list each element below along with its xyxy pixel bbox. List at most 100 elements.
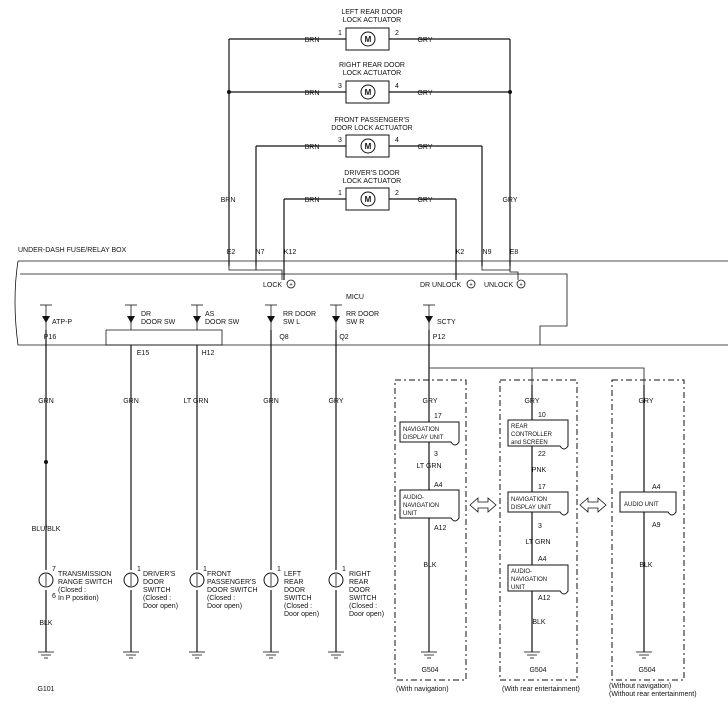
- svg-text:N7: N7: [256, 249, 265, 256]
- svg-text:RR DOOR: RR DOOR: [283, 311, 316, 318]
- svg-text:Door open): Door open): [284, 611, 319, 618]
- svg-text:K12: K12: [284, 249, 297, 256]
- svg-text:RR DOOR: RR DOOR: [346, 311, 379, 318]
- svg-text:1: 1: [338, 30, 342, 37]
- svg-text:E15: E15: [137, 350, 150, 357]
- svg-text:and SCREEN: and SCREEN: [511, 440, 548, 446]
- svg-text:4: 4: [395, 137, 399, 144]
- svg-text:SWITCH: SWITCH: [284, 595, 312, 602]
- svg-text:GRY: GRY: [417, 37, 432, 44]
- alternative-arrow: [579, 497, 607, 513]
- svg-text:A12: A12: [434, 525, 447, 532]
- svg-text:2: 2: [395, 190, 399, 197]
- svg-text:LOCK ACTUATOR: LOCK ACTUATOR: [343, 17, 401, 24]
- svg-text:BLK: BLK: [39, 620, 53, 627]
- svg-text:RIGHT REAR DOOR: RIGHT REAR DOOR: [339, 62, 405, 69]
- svg-text:GRN: GRN: [123, 398, 139, 405]
- option-with-navigation: GRY 17 NAVIGATION DISPLAY UNIT 3 LT GRN …: [394, 379, 467, 693]
- svg-text:DR: DR: [141, 311, 151, 318]
- svg-text:GRY: GRY: [417, 197, 432, 204]
- svg-text:6: 6: [52, 593, 56, 600]
- left-rear-door-switch: GRN 1 LEFT REAR DOOR SWITCH (Closed : Do…: [263, 330, 319, 659]
- svg-text:SW L: SW L: [283, 319, 300, 326]
- svg-text:NAVIGATION: NAVIGATION: [403, 427, 439, 433]
- svg-text:GRN: GRN: [38, 398, 54, 405]
- svg-text:(Closed :: (Closed :: [143, 595, 171, 602]
- svg-text:AUDIO-: AUDIO-: [403, 495, 424, 501]
- svg-text:17: 17: [538, 484, 546, 491]
- svg-text:DOOR SW: DOOR SW: [205, 319, 240, 326]
- svg-text:CONTROLLER: CONTROLLER: [511, 432, 553, 438]
- svg-text:(Closed :: (Closed :: [58, 587, 86, 594]
- alternative-arrow: [469, 497, 497, 513]
- svg-text:ATP-P: ATP-P: [52, 319, 72, 326]
- svg-text:Door open): Door open): [143, 603, 178, 610]
- svg-text:GRY: GRY: [417, 144, 432, 151]
- svg-text:REAR: REAR: [511, 424, 528, 430]
- svg-text:REAR: REAR: [349, 579, 368, 586]
- svg-text:1: 1: [203, 566, 207, 573]
- svg-text:LOCK: LOCK: [263, 282, 282, 289]
- svg-text:+: +: [519, 283, 523, 289]
- svg-text:BRN: BRN: [221, 197, 236, 204]
- svg-text:17: 17: [434, 413, 442, 420]
- caption-without-navigation: (Without navigation): [609, 683, 671, 690]
- motor-symbol: M: [365, 35, 372, 44]
- svg-text:(Closed :: (Closed :: [207, 595, 235, 602]
- actuator-left-rear: LEFT REAR DOOR LOCK ACTUATOR M 1 2 BRN G…: [229, 9, 510, 51]
- fuse-box-title: UNDER-DASH FUSE/RELAY BOX: [18, 247, 127, 254]
- svg-text:3: 3: [538, 523, 542, 530]
- svg-text:LT GRN: LT GRN: [525, 539, 550, 546]
- svg-text:AUDIO-: AUDIO-: [511, 569, 532, 575]
- front-passengers-door-switch: LT GRN 1 FRONT PASSENGER'S DOOR SWITCH (…: [183, 345, 258, 659]
- svg-text:A4: A4: [434, 482, 443, 489]
- svg-text:LEFT REAR DOOR: LEFT REAR DOOR: [341, 9, 402, 16]
- svg-text:(Closed :: (Closed :: [349, 603, 377, 610]
- svg-text:H12: H12: [202, 350, 215, 357]
- svg-text:DOOR: DOOR: [143, 579, 164, 586]
- svg-text:G504: G504: [421, 667, 438, 674]
- svg-text:LT GRN: LT GRN: [416, 463, 441, 470]
- svg-text:RIGHT: RIGHT: [349, 571, 372, 578]
- svg-text:DOOR: DOOR: [284, 587, 305, 594]
- svg-text:22: 22: [538, 451, 546, 458]
- svg-text:AS: AS: [205, 311, 215, 318]
- svg-text:TRANSMISSION: TRANSMISSION: [58, 571, 111, 578]
- svg-text:RANGE SWITCH: RANGE SWITCH: [58, 579, 112, 586]
- option-with-rear-entertainment: GRY 10 REAR CONTROLLER and SCREEN 22 PNK…: [499, 379, 580, 693]
- svg-text:BRN: BRN: [305, 37, 320, 44]
- svg-text:A9: A9: [652, 522, 661, 529]
- svg-text:DOOR SW: DOOR SW: [141, 319, 176, 326]
- svg-text:DOOR: DOOR: [349, 587, 370, 594]
- caption-with-rear-entertainment: (With rear entertainment): [502, 686, 580, 693]
- svg-text:UNIT: UNIT: [511, 585, 525, 591]
- svg-text:Q2: Q2: [339, 334, 348, 341]
- svg-text:Door open): Door open): [349, 611, 384, 618]
- svg-text:P12: P12: [433, 334, 446, 341]
- svg-text:E2: E2: [227, 249, 236, 256]
- svg-text:(Closed :: (Closed :: [284, 603, 312, 610]
- caption-with-navigation: (With navigation): [396, 686, 449, 693]
- svg-text:LT GRN: LT GRN: [183, 398, 208, 405]
- svg-text:1: 1: [137, 566, 141, 573]
- micu-label: MICU: [346, 294, 364, 301]
- svg-text:GRY: GRY: [328, 398, 343, 405]
- svg-text:4: 4: [395, 83, 399, 90]
- caption-without-rear-entertainment: (Without rear entertainment): [609, 691, 697, 698]
- svg-text:+: +: [289, 283, 293, 289]
- svg-text:In P position): In P position): [58, 595, 99, 602]
- svg-text:BLK: BLK: [532, 619, 546, 626]
- svg-text:K2: K2: [456, 249, 465, 256]
- svg-text:PASSENGER'S: PASSENGER'S: [207, 579, 256, 586]
- svg-text:SW R: SW R: [346, 319, 364, 326]
- under-dash-fuse-relay-box: UNDER-DASH FUSE/RELAY BOX E2 N7 K12 K2 N…: [14, 247, 728, 346]
- svg-text:3: 3: [338, 137, 342, 144]
- svg-text:LOCK ACTUATOR: LOCK ACTUATOR: [343, 178, 401, 185]
- svg-text:NAVIGATION: NAVIGATION: [403, 503, 439, 509]
- svg-text:DOOR LOCK ACTUATOR: DOOR LOCK ACTUATOR: [331, 125, 412, 132]
- svg-text:NAVIGATION: NAVIGATION: [511, 497, 547, 503]
- svg-text:NAVIGATION: NAVIGATION: [511, 577, 547, 583]
- motor-symbol: M: [365, 195, 372, 204]
- svg-text:GRN: GRN: [263, 398, 279, 405]
